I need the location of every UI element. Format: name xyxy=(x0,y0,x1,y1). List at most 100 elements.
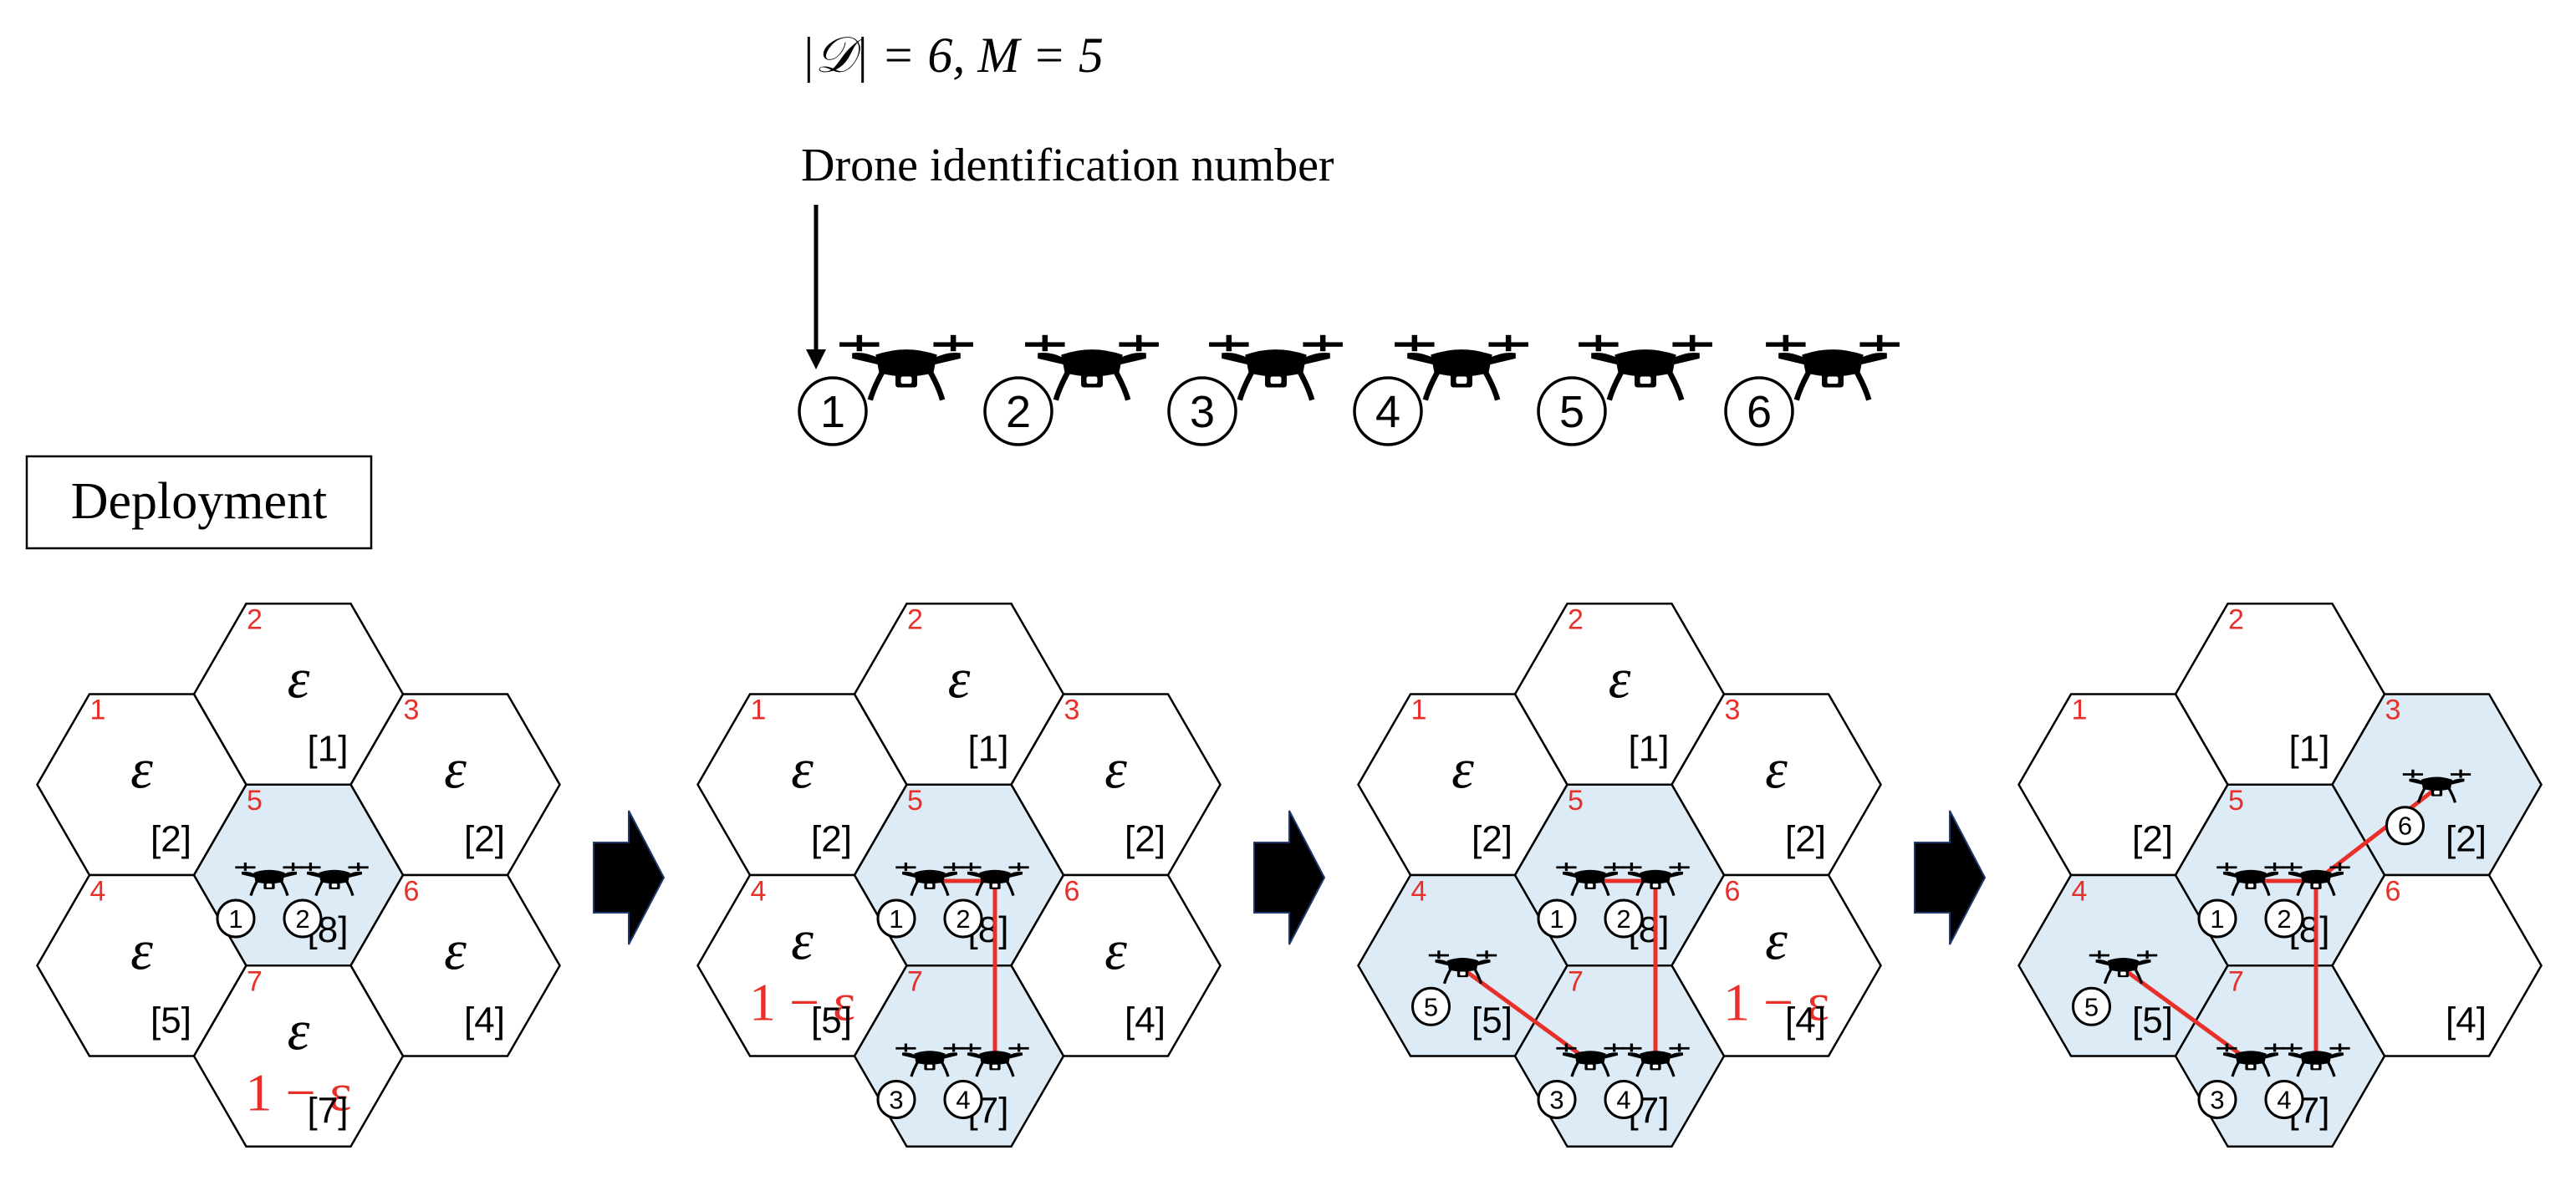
cell-count: [2] xyxy=(1785,819,1826,860)
cell-number: 4 xyxy=(90,875,106,907)
cell-count: [2] xyxy=(1125,819,1166,860)
cell-number: 7 xyxy=(907,966,923,998)
link-group xyxy=(2122,786,2439,1064)
id-circle xyxy=(983,376,1053,446)
drone-label-circle xyxy=(2264,1080,2304,1120)
drone-label-circle xyxy=(943,1080,983,1120)
cell-number: 4 xyxy=(2072,875,2088,907)
cell-number: 3 xyxy=(1725,695,1741,726)
cell-count: [2] xyxy=(150,819,191,860)
drone-label-circle xyxy=(1537,898,1577,939)
epsilon-label: ε xyxy=(1609,646,1631,710)
epsilon-label: ε xyxy=(1104,918,1127,981)
drone-label-circle xyxy=(2197,1080,2237,1120)
drone-label: 2 xyxy=(2277,904,2291,934)
right-arrow-icon xyxy=(1253,810,1326,945)
hex-cell: 3ε[2] xyxy=(1671,693,1882,877)
step-arrows xyxy=(593,810,1987,945)
deployed-drone: 5 xyxy=(2072,949,2159,1026)
drone-label-circle xyxy=(2264,898,2304,939)
pointer-arrow xyxy=(806,205,826,369)
deployed-drone: 3 xyxy=(2197,1041,2287,1120)
cell-count: [4] xyxy=(464,1000,505,1041)
id-circle xyxy=(1353,376,1423,446)
drone-label: 5 xyxy=(1424,992,1438,1021)
drone-id-item: 6 xyxy=(1724,335,1900,446)
drone-id-item: 1 xyxy=(798,335,973,446)
cell-number: 6 xyxy=(404,875,420,907)
drone-label: 5 xyxy=(2084,992,2099,1021)
drone-id-label: Drone identification number xyxy=(801,140,1334,191)
epsilon-label: ε xyxy=(791,908,814,971)
drone-label-circle xyxy=(876,898,916,939)
cell-number: 6 xyxy=(2385,875,2401,907)
cell-count: [1] xyxy=(968,728,1009,769)
drone-label-circle xyxy=(943,898,983,939)
drone-label-circle xyxy=(876,1080,916,1120)
id-circle xyxy=(1167,376,1237,446)
cell-number: 6 xyxy=(1064,875,1080,907)
cell-count: [5] xyxy=(150,1000,191,1041)
cell-number: 7 xyxy=(247,966,263,998)
epsilon-label: ε xyxy=(288,646,310,710)
cell-number: 4 xyxy=(1411,875,1427,907)
id-circle xyxy=(1724,376,1794,446)
deployed-drone: 6 xyxy=(2385,768,2472,846)
deployed-drone: 2 xyxy=(2264,861,2352,939)
cell-count: [1] xyxy=(308,728,349,769)
drone-id-item: 3 xyxy=(1167,335,1343,446)
drone-label: 6 xyxy=(2398,812,2412,841)
cell-number: 1 xyxy=(1411,695,1427,726)
cell-count: [4] xyxy=(1785,1000,1826,1041)
drone-label: 3 xyxy=(889,1086,903,1115)
cell-count: [5] xyxy=(1472,1000,1512,1041)
communication-link xyxy=(2314,786,2439,883)
drone-id-number: 2 xyxy=(1006,387,1031,437)
drone-label: 4 xyxy=(956,1086,970,1115)
cell-count: [1] xyxy=(1629,728,1670,769)
cell-number: 1 xyxy=(90,695,106,726)
deployed-drone: 2 xyxy=(283,861,370,939)
cell-number: 1 xyxy=(751,695,767,726)
deployment-panel: 1ε[2]2ε[1]3ε[2]4ε[5]5[8]6ε[4]7ε1 − ε[7]1… xyxy=(36,602,561,1148)
deployed-drone: 4 xyxy=(2264,1041,2352,1120)
drone-label: 1 xyxy=(889,904,903,934)
cell-count: [1] xyxy=(2289,728,2330,769)
drone-label: 3 xyxy=(2210,1086,2224,1115)
cell-count: [5] xyxy=(811,1000,852,1041)
epsilon-label: ε xyxy=(791,737,814,801)
drone-id-number: 1 xyxy=(820,387,845,437)
hex-cell: 1ε[2] xyxy=(36,693,247,877)
drone-id-number: 5 xyxy=(1559,387,1584,437)
drone-id-item: 5 xyxy=(1537,335,1712,446)
communication-link xyxy=(2122,967,2252,1064)
hex-cell: 3ε[2] xyxy=(1010,693,1222,877)
hex-cell: 2ε[1] xyxy=(192,602,405,786)
deployment-label: Deployment xyxy=(71,473,328,530)
epsilon-label: ε xyxy=(444,737,467,801)
cell-number: 1 xyxy=(2072,695,2088,726)
right-arrow-icon xyxy=(593,810,666,945)
cell-number: 3 xyxy=(1064,695,1080,726)
epsilon-label: ε xyxy=(288,999,310,1062)
deployed-drone: 1 xyxy=(1537,861,1626,939)
epsilon-label: ε xyxy=(1451,737,1474,801)
drone-id-number: 4 xyxy=(1375,387,1400,437)
deployment-panels: 1ε[2]2ε[1]3ε[2]4ε[5]5[8]6ε[4]7ε1 − ε[7]1… xyxy=(36,602,2543,1148)
cell-number: 7 xyxy=(1568,966,1584,998)
right-arrow-icon xyxy=(1914,810,1987,945)
drone-label: 2 xyxy=(1616,904,1630,934)
cell-number: 5 xyxy=(247,785,263,817)
drone-label-circle xyxy=(1604,1080,1644,1120)
equation-text: |𝒟| = 6, M = 5 xyxy=(801,28,1104,83)
cell-count: [2] xyxy=(464,819,505,860)
deployed-drone: 2 xyxy=(1604,861,1691,939)
drone-label-circle xyxy=(1604,898,1644,939)
cell-count: [2] xyxy=(2132,819,2173,860)
deployed-drone: 4 xyxy=(943,1041,1031,1120)
deployed-drone: 1 xyxy=(2197,861,2287,939)
